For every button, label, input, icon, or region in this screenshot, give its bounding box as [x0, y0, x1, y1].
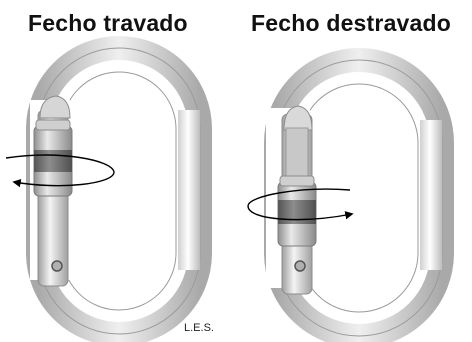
rotation-arrow-clockwise [247, 188, 354, 221]
frame-outline-inner [299, 83, 419, 313]
sleeve-band [34, 150, 72, 172]
gate-nose [283, 105, 313, 131]
gate-nose [39, 95, 71, 119]
sleeve-band [278, 200, 316, 224]
author-credit: L.E.S. [184, 322, 214, 334]
carabiner-spine [420, 120, 442, 270]
unlocked-carabiner [247, 48, 454, 342]
gate-pivot-pin [294, 260, 306, 272]
gate-shaft [285, 127, 309, 181]
locked-carabiner [5, 36, 212, 342]
rotation-arrow-counterclockwise [5, 154, 115, 188]
sleeve-collar [35, 119, 71, 131]
carabiner-spine [178, 110, 200, 270]
locked-gate-title: Fecho travado [28, 10, 188, 36]
sleeve-collar [279, 175, 315, 187]
unlocked-gate-title: Fecho destravado [251, 10, 452, 36]
gate-pivot-pin [51, 260, 63, 272]
frame-outline-inner [61, 71, 177, 311]
